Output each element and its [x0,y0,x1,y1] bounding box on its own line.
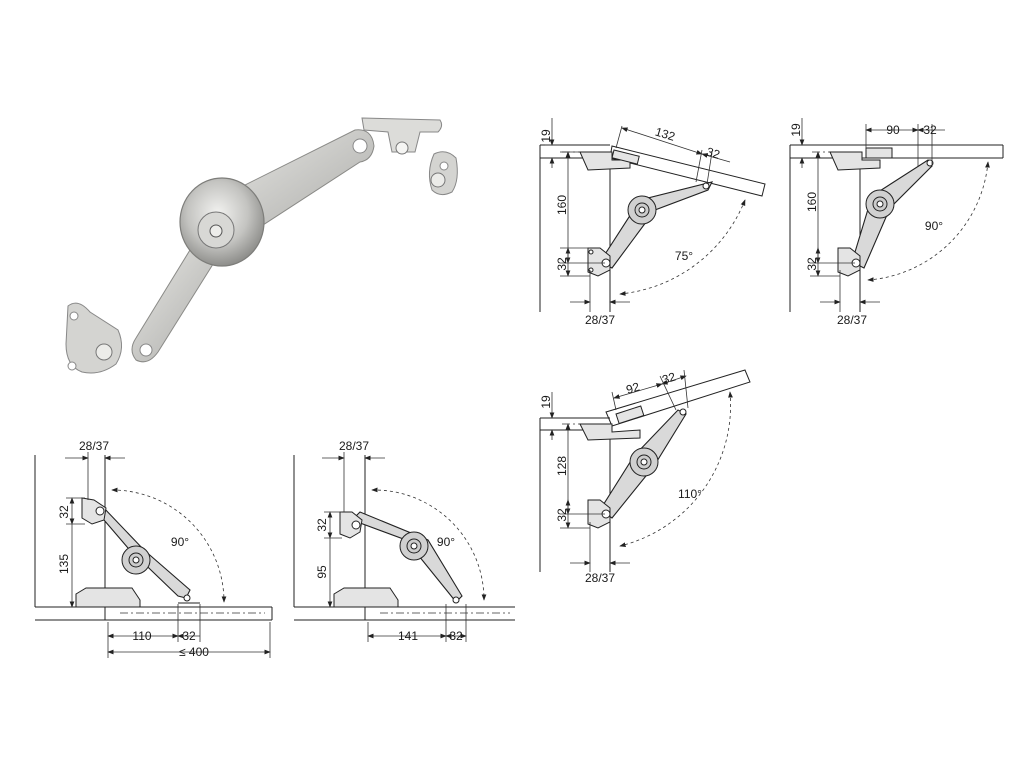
dim-offset: 28/37 [585,313,615,327]
dim-thickness: 19 [789,123,803,137]
adjust-screw [209,224,223,238]
bracket-right [428,151,458,196]
dim-height: 160 [805,192,819,212]
dim-mount: 32 [805,257,819,271]
dim-angle: 90° [437,535,455,549]
dim-offset: 28/37 [585,571,615,585]
dim-angle: 90° [925,219,943,233]
stay-lower-arm [131,244,226,363]
dim-mount: 32 [315,518,329,532]
dim-mount: 32 [57,505,71,519]
dim-length-b: 32 [182,629,196,643]
dim-length-b: 32 [449,629,463,643]
dim-length-a: 92 [624,379,641,396]
bracket-right-hole [439,161,449,171]
dim-thickness: 19 [539,395,553,409]
bracket-left-stud [95,343,113,361]
dim-length-b: 32 [705,145,722,162]
dim-length-a: 132 [654,125,678,144]
dim-length-a: 90 [886,123,900,137]
dim-angle: 110° [678,487,702,501]
plate-bolt [395,141,409,155]
diagram-flap-75: 19 160 32 28/37 132 32 75° [539,118,766,327]
dim-height: 160 [555,195,569,215]
product-photo [65,117,458,374]
dim-offset: 28/37 [339,439,369,453]
upper-arm-hole [352,138,368,154]
bracket-left-hole-2 [67,361,77,371]
dim-height: 128 [555,456,569,476]
dim-max-length: ≤ 400 [179,645,209,659]
dim-length-b: 32 [923,123,937,137]
dim-height: 95 [315,565,329,579]
dim-offset: 28/37 [837,313,867,327]
mounting-plate-top [361,117,443,153]
bracket-left-hole-1 [69,311,79,321]
diagram-flap-110: 19 128 32 28/37 92 32 110° [539,369,751,585]
dim-mount: 32 [555,257,569,271]
diagram-flap-90-top: 19 160 32 28/37 90 32 90° [789,118,1004,327]
dim-angle: 75° [675,249,693,263]
lower-arm-hole [139,343,153,357]
dim-length-a: 110 [132,629,151,643]
diagram-drop-front-95: 28/37 32 95 90° 141 32 [293,439,515,643]
dim-angle: 90° [171,535,189,549]
dim-height: 135 [57,554,71,574]
diagram-drop-front-400: 28/37 32 135 90° 110 32 ≤ 400 [34,439,273,659]
dim-thickness: 19 [539,129,553,143]
dim-length-a: 141 [398,629,418,643]
dim-mount: 32 [555,508,569,522]
bracket-right-stud [430,172,446,188]
dim-length-b: 32 [660,369,677,386]
dim-offset: 28/37 [79,439,109,453]
